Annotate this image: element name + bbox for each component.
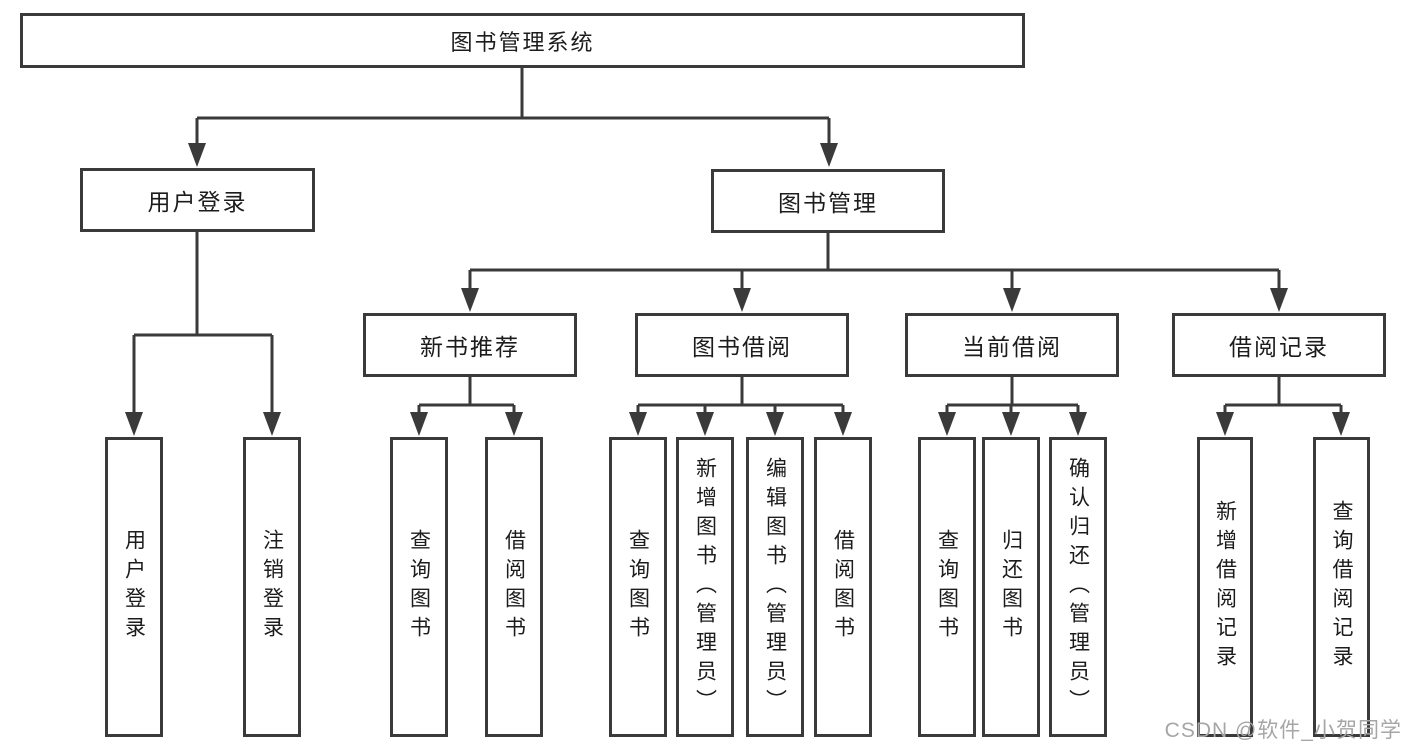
arrowhead-icon xyxy=(1332,412,1350,436)
arrowhead-icon xyxy=(834,412,852,436)
leaf-current-return-books: 归还图书 xyxy=(982,437,1040,737)
connector-userlogin-to-leaves xyxy=(132,232,274,417)
leaf-current-query-books: 查询图书 xyxy=(918,437,976,737)
arrowhead-icon xyxy=(696,412,714,436)
arrowhead-icon xyxy=(938,412,956,436)
leaf-borrow-add-books-admin: 新增图书（管理员） xyxy=(676,437,734,737)
leaf-user-logout: 注销登录 xyxy=(243,437,301,737)
node-book-management: 图书管理 xyxy=(711,169,945,233)
connector-currentborrow-to-leaves xyxy=(945,377,1080,417)
connector-bookborrow-to-leaves xyxy=(636,377,845,417)
connector-bookmgmt-to-level3 xyxy=(468,233,1281,292)
leaf-user-login: 用户登录 xyxy=(105,437,163,737)
arrowhead-icon xyxy=(461,288,479,312)
arrowhead-icon xyxy=(410,412,428,436)
arrowhead-icon xyxy=(505,412,523,436)
node-user-login: 用户登录 xyxy=(80,168,315,232)
node-root: 图书管理系统 xyxy=(20,13,1025,68)
leaf-recommend-borrow-books: 借阅图书 xyxy=(485,437,543,737)
node-new-book-recommend: 新书推荐 xyxy=(363,313,577,377)
leaf-records-query-record: 查询借阅记录 xyxy=(1313,437,1370,737)
node-current-borrow: 当前借阅 xyxy=(905,313,1119,377)
arrowhead-icon xyxy=(1270,288,1288,312)
arrowhead-icon xyxy=(263,412,281,436)
arrowhead-icon xyxy=(188,143,206,167)
arrowhead-icon xyxy=(820,143,838,167)
arrowhead-icon xyxy=(125,412,143,436)
node-borrow-records: 借阅记录 xyxy=(1172,313,1386,377)
connector-records-to-leaves xyxy=(1223,377,1343,417)
watermark: CSDN @软件_小贺同学 xyxy=(1164,719,1402,742)
leaf-records-add-record: 新增借阅记录 xyxy=(1197,437,1253,737)
leaf-borrow-query-books: 查询图书 xyxy=(609,437,667,737)
connector-root-to-level2 xyxy=(195,68,831,147)
connector-recommend-to-leaves xyxy=(417,377,516,417)
arrowhead-icon xyxy=(766,412,784,436)
arrowhead-icon xyxy=(1069,412,1087,436)
arrowhead-icon xyxy=(629,412,647,436)
arrowhead-icon xyxy=(1002,412,1020,436)
leaf-borrow-borrow-books: 借阅图书 xyxy=(814,437,872,737)
leaf-recommend-query-books: 查询图书 xyxy=(390,437,448,737)
arrowhead-icon xyxy=(1216,412,1234,436)
node-book-borrow: 图书借阅 xyxy=(635,313,849,377)
arrowhead-icon xyxy=(1003,288,1021,312)
arrowhead-icon xyxy=(733,288,751,312)
leaf-borrow-edit-books-admin: 编辑图书（管理员） xyxy=(746,437,804,737)
leaf-current-confirm-return-admin: 确认归还（管理员） xyxy=(1049,437,1107,737)
